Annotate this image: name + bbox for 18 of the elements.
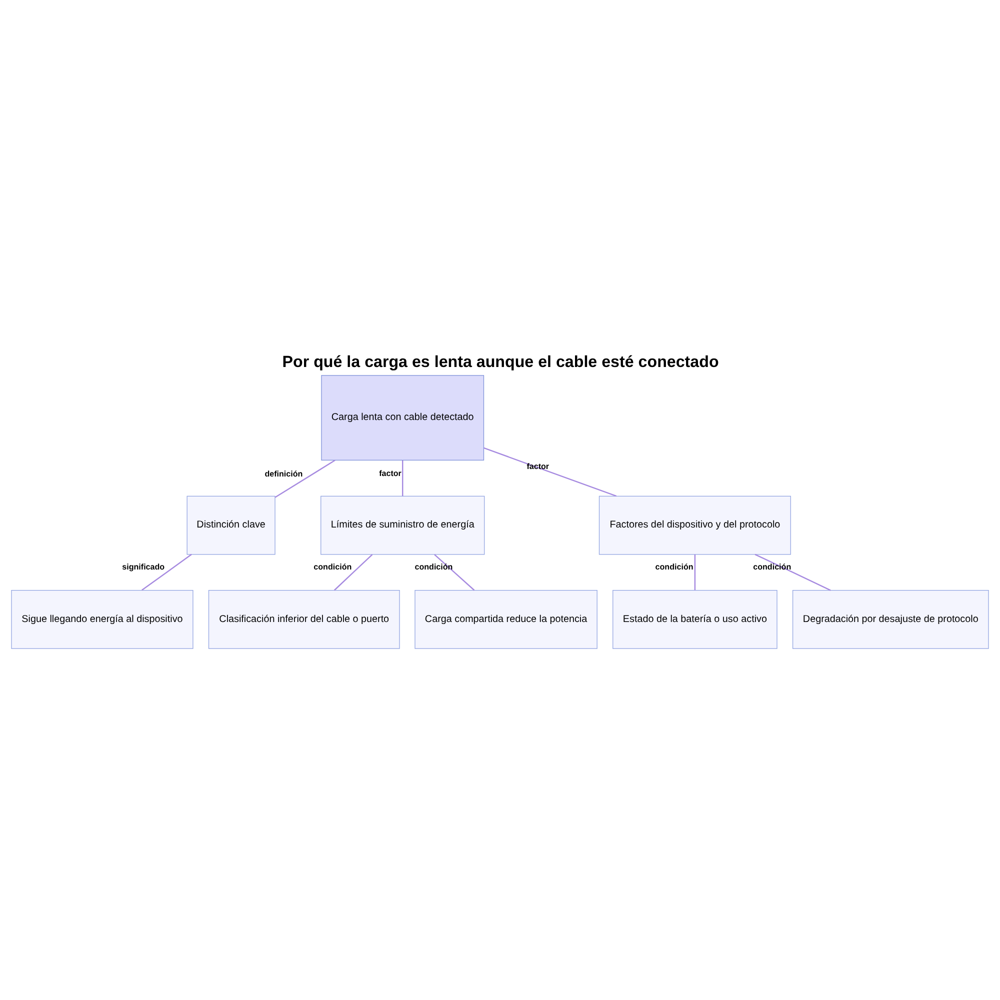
connector xyxy=(434,554,475,590)
node-box: Clasificación inferior del cable o puerto xyxy=(208,590,400,648)
connector xyxy=(334,554,373,590)
node-box: Sigue llegando energía al dispositivo xyxy=(11,590,194,648)
diagram-title: Por qué la carga es lenta aunque el cable esté conectado xyxy=(282,352,719,371)
node-box: Distinción clave xyxy=(186,495,276,554)
connector xyxy=(754,553,831,590)
connector xyxy=(694,554,696,590)
connector xyxy=(484,446,617,496)
connector xyxy=(402,460,404,496)
node-box: Límites de suministro de energía xyxy=(320,495,485,554)
node-box: Degradación por desajuste de protocolo xyxy=(792,590,989,648)
connector xyxy=(142,553,192,590)
node-box: Estado de la batería o uso activo xyxy=(612,590,778,648)
node-box: Factores del dispositivo y del protocolo xyxy=(598,495,791,554)
node-box: Carga lenta con cable detectado xyxy=(321,374,484,460)
connector xyxy=(274,459,336,498)
node-box: Carga compartida reduce la potencia xyxy=(414,590,598,648)
